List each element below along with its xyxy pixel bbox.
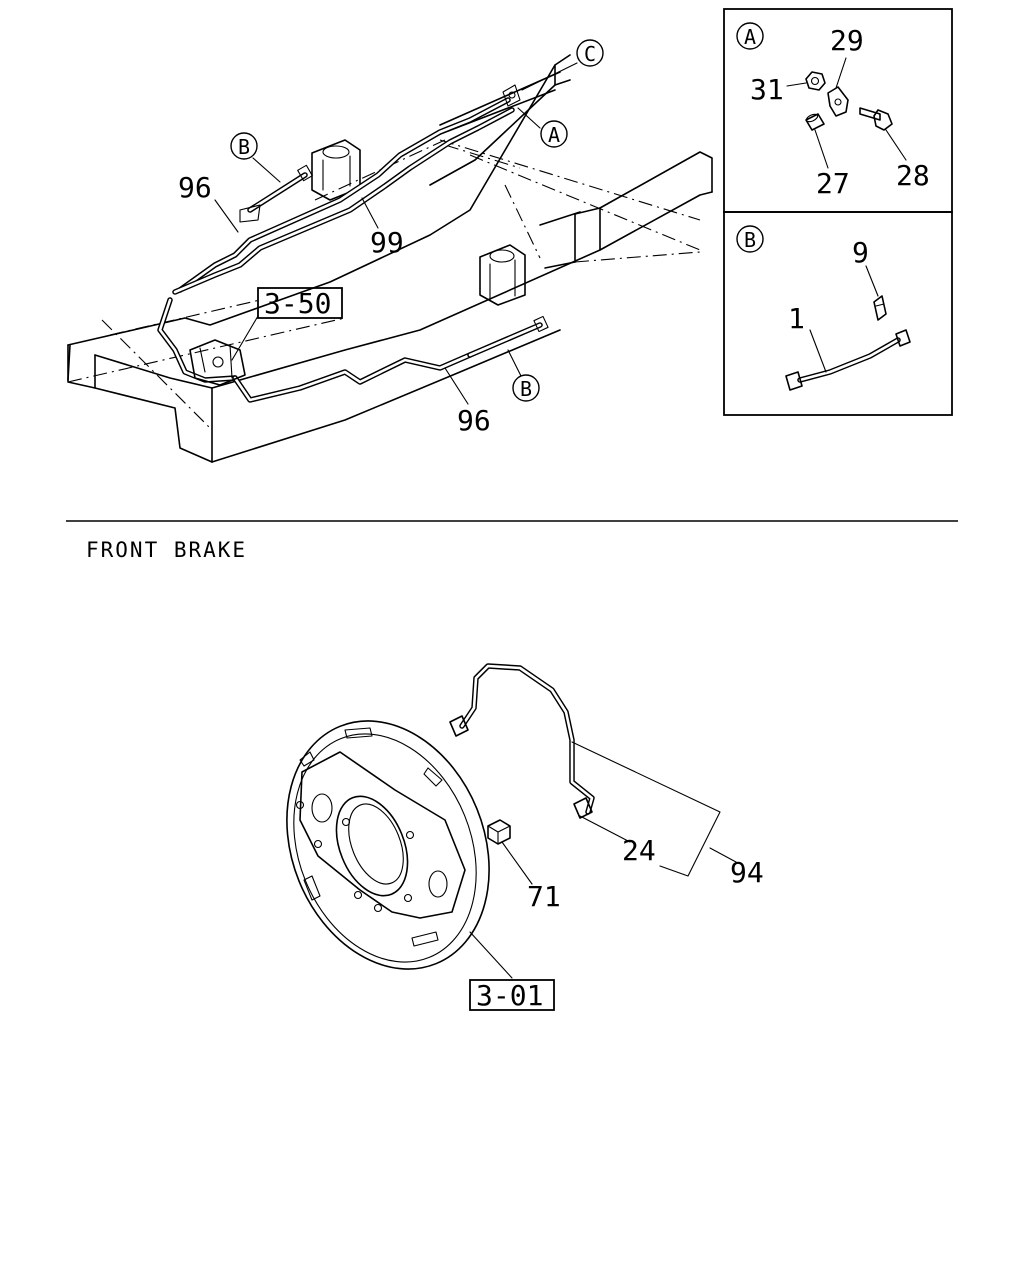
brake-hose-b-bottom bbox=[467, 315, 549, 358]
callout-71: 71 bbox=[527, 880, 561, 913]
shock-tower-front bbox=[479, 244, 526, 306]
brake-hose-1 bbox=[785, 329, 911, 391]
callout-96-left: 96 bbox=[178, 171, 212, 204]
brake-pipe-99 bbox=[157, 97, 515, 383]
svg-text:A: A bbox=[744, 25, 756, 49]
brake-pipe-96-bottom bbox=[232, 352, 473, 403]
leaders-bottom bbox=[469, 741, 737, 979]
svg-text:C: C bbox=[584, 42, 596, 66]
clip-a-top bbox=[502, 84, 521, 107]
marker-c-top: C bbox=[576, 39, 604, 67]
clip-9 bbox=[873, 295, 887, 321]
marker-b-top-left: B bbox=[230, 132, 258, 160]
svg-text:B: B bbox=[520, 377, 532, 401]
leaders-top bbox=[214, 62, 578, 405]
svg-text:B: B bbox=[238, 135, 250, 159]
callout-94: 94 bbox=[730, 856, 764, 889]
ref-box-3-50 bbox=[257, 287, 343, 319]
sleeve-27 bbox=[805, 113, 825, 131]
svg-text:B: B bbox=[744, 228, 756, 252]
callout-27: 27 bbox=[816, 167, 850, 200]
callout-29: 29 bbox=[830, 24, 864, 57]
section-title: FRONT BRAKE bbox=[86, 538, 247, 562]
inset-a: A 29 31 27 28 bbox=[723, 8, 953, 213]
marker-b-top-bottom: B bbox=[512, 374, 540, 402]
svg-text:A: A bbox=[548, 123, 560, 147]
brake-hose-b-top bbox=[239, 164, 313, 223]
inset-b: B 9 1 bbox=[723, 211, 953, 416]
clip-29 bbox=[827, 86, 849, 117]
backing-plate bbox=[286, 720, 490, 970]
bolt-28 bbox=[859, 107, 893, 131]
callout-96-bottom: 96 bbox=[457, 404, 491, 437]
plug-71 bbox=[487, 819, 511, 845]
marker-a-top: A bbox=[540, 120, 568, 148]
ref-3-50: 3-50 bbox=[264, 287, 331, 320]
callout-99: 99 bbox=[370, 226, 404, 259]
callout-31: 31 bbox=[750, 73, 784, 106]
callout-24: 24 bbox=[622, 834, 656, 867]
ref-3-01: 3-01 bbox=[476, 979, 543, 1012]
callout-9: 9 bbox=[852, 236, 869, 269]
ref-box-3-01 bbox=[469, 979, 555, 1011]
callout-1: 1 bbox=[788, 302, 805, 335]
nut-31 bbox=[805, 71, 826, 91]
junction-block bbox=[189, 339, 246, 386]
callout-28: 28 bbox=[896, 159, 930, 192]
brake-pipe-94 bbox=[449, 663, 595, 819]
